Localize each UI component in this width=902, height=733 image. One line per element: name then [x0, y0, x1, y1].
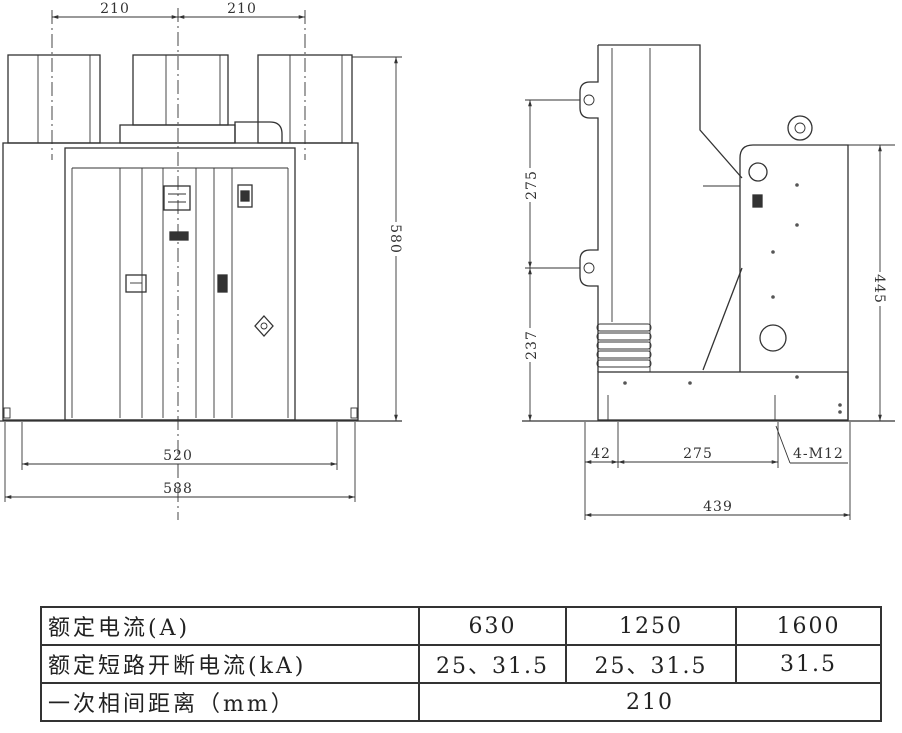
mounting-foot-left	[3, 407, 11, 419]
pole-insulator-right	[257, 10, 353, 160]
upper-terminal	[583, 94, 595, 106]
insulator-fin	[596, 359, 652, 368]
front-panel	[64, 147, 296, 421]
pole-housing	[598, 44, 743, 179]
row-label-rated-current: 额定电流(A)	[40, 606, 420, 646]
fixing-dot	[795, 375, 799, 379]
pole-insulator-middle	[119, 54, 236, 144]
fixing-dot	[771, 295, 775, 299]
lower-terminal	[583, 262, 595, 274]
operation-hole	[759, 324, 787, 352]
spec-table: 额定电流(A) 630 1250 1600 额定短路开断电流(kA) 25、31…	[40, 606, 882, 722]
dimension-height-front: 580	[352, 56, 403, 421]
mechanism-box	[739, 115, 849, 420]
dimension-terminal-heights: 275 237	[524, 99, 580, 421]
insulator-fin	[596, 323, 652, 332]
insulator-fin	[596, 350, 652, 359]
front-view: 210 210 580 520 588	[0, 1, 403, 520]
table-cell: 31.5	[735, 644, 882, 684]
table-row: 一次相间距离（mm） 210	[40, 682, 882, 722]
dimension-inner-width: 520	[21, 422, 338, 470]
indicator-black-2	[217, 274, 228, 293]
dimension-hole-spacing: 42 275 4-M12	[584, 422, 848, 468]
table-cell: 1600	[735, 606, 882, 646]
inspection-hole	[748, 162, 768, 182]
insulator-outline	[7, 54, 101, 144]
base-plate	[597, 371, 849, 421]
position-indicator	[163, 185, 191, 211]
row-label-phase-spacing: 一次相间距离（mm）	[40, 682, 420, 722]
dim-label-side-height: 445	[871, 274, 887, 304]
table-cell: 210	[418, 682, 882, 722]
base-dot	[688, 381, 692, 385]
pole-left-edge	[579, 45, 599, 372]
table-cell: 630	[418, 606, 567, 646]
bracket-line	[702, 267, 743, 371]
dim-label-lower: 237	[524, 330, 540, 360]
lifting-eye-hole	[794, 122, 806, 134]
dim-label-upper: 275	[524, 170, 540, 200]
lifting-eye	[787, 115, 813, 141]
indicator-window	[237, 184, 253, 208]
bolt-leader-line	[775, 425, 791, 464]
dim-label-top-right: 210	[227, 1, 257, 17]
technical-drawing: 210 210 580 520 588	[0, 1, 895, 520]
dimension-depth: 439	[584, 422, 851, 520]
fixing-dot	[795, 223, 799, 227]
table-row: 额定电流(A) 630 1250 1600	[40, 606, 882, 646]
row-label-breaking-current: 额定短路开断电流(kA)	[40, 644, 420, 684]
dim-label-outer-width: 588	[163, 481, 193, 497]
fixing-dot	[838, 410, 842, 414]
table-cell: 25、31.5	[418, 644, 567, 684]
table-cell: 25、31.5	[565, 644, 737, 684]
insulator-outline	[132, 54, 229, 126]
dim-label-inner-width: 520	[163, 448, 193, 464]
side-indicator	[752, 194, 763, 208]
dim-label-depth: 439	[703, 499, 733, 515]
counter-window	[125, 274, 147, 293]
support-bracket	[702, 185, 743, 371]
pole-column	[579, 44, 743, 372]
dim-label-top-left: 210	[100, 1, 130, 17]
base-dot	[623, 381, 627, 385]
base-plate-outline	[597, 371, 849, 421]
indicator-black-1	[169, 231, 189, 241]
dim-label-height: 580	[387, 224, 403, 254]
dimension-outer-width: 588	[4, 422, 356, 502]
mechanism-box-outline	[739, 144, 849, 420]
bolt-spec-label: 4-M12	[793, 446, 844, 462]
breaker-body	[2, 142, 359, 421]
mounting-foot-right	[350, 407, 358, 419]
fixing-dot	[771, 250, 775, 254]
dim-label-offset: 42	[591, 446, 611, 462]
pole-insulator-left	[7, 10, 101, 160]
indicator-window-mark	[240, 190, 250, 202]
fixing-dot	[795, 183, 799, 187]
insulator-base	[119, 124, 236, 144]
fixing-dot	[838, 403, 842, 407]
dim-label-hole-spacing: 275	[683, 446, 713, 462]
insulator-fin	[596, 341, 652, 350]
table-row: 额定短路开断电流(kA) 25、31.5 25、31.5 31.5	[40, 644, 882, 684]
dimension-top: 210 210	[52, 1, 305, 19]
auxiliary-box	[234, 121, 283, 143]
panel-outline	[64, 147, 296, 421]
insulator-fin	[596, 332, 652, 341]
side-view: 275 237 445 42 275 4-M12 439	[522, 44, 895, 520]
manual-operation-hole-center	[260, 322, 268, 330]
manual-operation-hole	[254, 315, 274, 337]
table-cell: 1250	[565, 606, 737, 646]
dimension-height-side: 445	[848, 144, 895, 421]
